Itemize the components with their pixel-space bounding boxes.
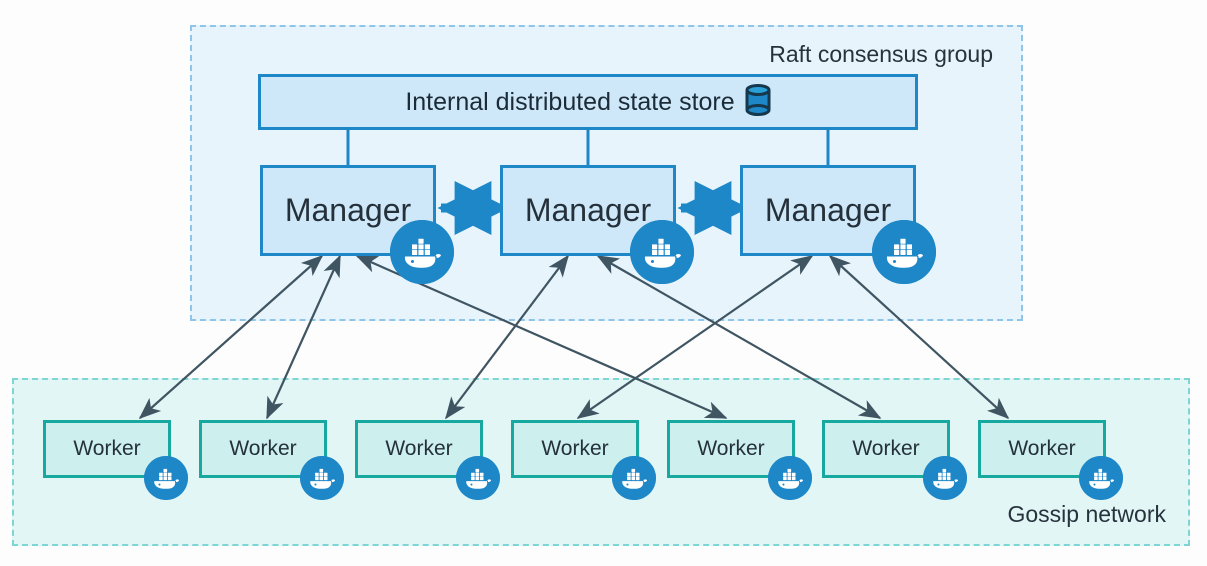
manager-label: Manager (284, 192, 412, 228)
worker-node-5[interactable]: Worker (667, 420, 795, 478)
worker-label: Worker (852, 437, 920, 460)
gossip-group-label: Gossip network (1007, 501, 1166, 527)
manager-label: Manager (524, 192, 652, 228)
docker-whale-icon (612, 456, 656, 500)
worker-node-3[interactable]: Worker (355, 420, 483, 478)
worker-label: Worker (541, 437, 609, 460)
docker-whale-icon (872, 220, 936, 284)
worker-node-7[interactable]: Worker (978, 420, 1106, 478)
worker-label: Worker (697, 437, 765, 460)
worker-label: Worker (229, 437, 297, 460)
manager-label: Manager (764, 192, 892, 228)
docker-whale-icon (923, 456, 967, 500)
docker-whale-icon (456, 456, 500, 500)
worker-label: Worker (1008, 437, 1076, 460)
manager-node-2[interactable]: Manager (500, 165, 676, 256)
docker-whale-icon (300, 456, 344, 500)
raft-group-label: Raft consensus group (769, 41, 993, 67)
state-store-manager-links (346, 130, 830, 165)
docker-whale-icon (630, 220, 694, 284)
database-cylinder-icon (745, 83, 771, 121)
docker-whale-icon (144, 456, 188, 500)
docker-whale-icon (768, 456, 812, 500)
internal-state-store-box[interactable]: Internal distributed state store (258, 74, 918, 130)
docker-whale-icon (390, 220, 454, 284)
worker-label: Worker (73, 437, 141, 460)
docker-whale-icon (1079, 456, 1123, 500)
worker-node-2[interactable]: Worker (199, 420, 327, 478)
worker-label: Worker (385, 437, 453, 460)
state-store-label: Internal distributed state store (405, 87, 735, 116)
